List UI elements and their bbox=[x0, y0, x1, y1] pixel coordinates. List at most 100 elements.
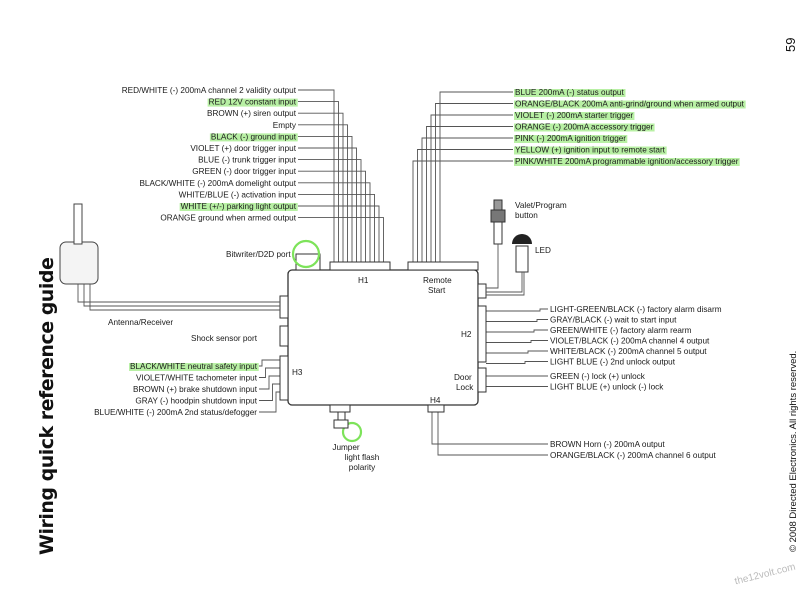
h4-wire bbox=[431, 412, 548, 445]
h1-wire-label: VIOLET (+) door trigger input bbox=[190, 144, 296, 153]
remote-start-wire bbox=[430, 114, 513, 262]
h1-wire bbox=[298, 135, 353, 262]
antenna-port bbox=[279, 295, 289, 319]
wires-layer bbox=[259, 89, 548, 456]
valet-button-icon bbox=[490, 199, 506, 245]
h1-wire bbox=[298, 124, 348, 262]
door-label: Door bbox=[454, 373, 472, 382]
remote-start-wire-label: PINK (-) 200mA ignition trigger bbox=[515, 134, 626, 143]
h3-wire-label: BROWN (+) brake shutdown input bbox=[133, 385, 258, 394]
h1-wire-label: RED/WHITE (-) 200mA channel 2 validity o… bbox=[122, 86, 297, 95]
h1-wire-label-highlight bbox=[209, 133, 298, 142]
copyright-notice: © 2008 Directed Electronics. All rights … bbox=[788, 350, 799, 552]
led-label: LED bbox=[535, 246, 551, 255]
remote-label: Remote bbox=[423, 276, 452, 285]
h1-wire-label: BLACK (-) ground input bbox=[211, 132, 297, 141]
h1-wire-label: RED 12V constant input bbox=[209, 98, 297, 107]
remote-start-wire-label: VIOLET (-) 200mA starter trigger bbox=[515, 111, 633, 120]
remote-start-wire bbox=[435, 103, 513, 262]
remote-start-wire-label: BLUE 200mA (-) status output bbox=[515, 88, 624, 97]
h1-wire bbox=[298, 112, 344, 262]
h1-wire-label: WHITE/BLUE (-) activation input bbox=[179, 190, 297, 199]
antenna-label: Antenna/Receiver bbox=[108, 318, 173, 327]
remote-start-wire bbox=[412, 160, 513, 262]
valet-label-line1: Valet/Program bbox=[515, 201, 567, 210]
h1-wire-label: GREEN (-) door trigger input bbox=[192, 167, 296, 176]
jumper-connector bbox=[329, 404, 351, 413]
h3-wire bbox=[259, 391, 280, 413]
h3-wire-label: VIOLET/WHITE tachometer input bbox=[136, 374, 258, 383]
jumper-icon bbox=[333, 412, 349, 429]
jumper-label-line2: light flash bbox=[345, 453, 380, 462]
remote-start-wire bbox=[426, 126, 513, 262]
h1-wire bbox=[298, 217, 384, 262]
remote-start-wire bbox=[417, 149, 513, 262]
lock-label: Lock bbox=[456, 383, 474, 392]
h3-wire bbox=[259, 359, 280, 367]
shock-sensor-label: Shock sensor port bbox=[191, 334, 258, 343]
h1-wire-label: Empty bbox=[273, 121, 297, 130]
start-label: Start bbox=[428, 286, 446, 295]
remote-start-wire-label-highlight bbox=[514, 100, 746, 109]
remote-start-connector bbox=[407, 261, 479, 271]
h3-wire bbox=[259, 367, 280, 378]
h2-wire-label: LIGHT-GREEN/BLACK (-) factory alarm disa… bbox=[550, 305, 722, 314]
h4-label: H4 bbox=[430, 396, 441, 405]
remote-start-wire-label: PINK/WHITE 200mA programmable ignition/a… bbox=[515, 157, 739, 166]
valet-led-port bbox=[477, 283, 487, 299]
h1-wire-label: ORANGE ground when armed output bbox=[160, 214, 296, 223]
h1-wire bbox=[298, 182, 371, 262]
remote-start-wire bbox=[421, 137, 513, 262]
h2-wire-label: GREEN/WHITE (-) factory alarm rearm bbox=[550, 326, 692, 335]
remote-start-wire-label-highlight bbox=[514, 158, 740, 166]
remote-start-wire-label-highlight bbox=[514, 112, 635, 120]
remote-start-wire-label-highlight bbox=[514, 146, 667, 155]
h1-connector bbox=[329, 261, 391, 271]
h1-wire-label: WHITE (+/-) parking light output bbox=[181, 202, 297, 211]
h3-wire-label: BLACK/WHITE neutral safety input bbox=[130, 362, 258, 371]
labels-layer: RED/WHITE (-) 200mA channel 2 validity o… bbox=[94, 86, 745, 460]
h3-wire-label: BLUE/WHITE (-) 200mA 2nd status/defogger bbox=[94, 408, 257, 417]
h1-wire-label: BROWN (+) siren output bbox=[207, 109, 297, 118]
h3-label: H3 bbox=[292, 368, 303, 377]
jumper-label-line3: polarity bbox=[349, 463, 376, 472]
shock-sensor-port bbox=[279, 325, 289, 347]
antenna-wire bbox=[77, 284, 280, 303]
antenna-icon bbox=[59, 203, 99, 285]
remote-start-wire-label-highlight bbox=[514, 135, 628, 143]
h1-wire-label: BLACK/WHITE (-) 200mA domelight output bbox=[139, 179, 296, 188]
bitwriter-circle-mark bbox=[291, 239, 321, 269]
h3-wire bbox=[259, 375, 280, 390]
led-icon bbox=[512, 234, 532, 273]
h1-wire bbox=[298, 89, 335, 262]
h2-connector bbox=[477, 305, 487, 363]
h4-wire bbox=[437, 412, 548, 456]
h1-wire-label-highlight bbox=[179, 203, 298, 211]
jumper-label-line1: Jumper bbox=[332, 443, 360, 452]
h2-wire bbox=[486, 329, 548, 333]
control-module bbox=[287, 269, 479, 406]
door-lock-wire-label: GREEN (-) lock (+) unlock bbox=[550, 372, 646, 381]
h1-wire bbox=[298, 147, 357, 262]
remote-start-wire-label-highlight bbox=[514, 89, 626, 97]
h1-wire bbox=[298, 205, 380, 262]
h2-wire-label: GRAY/BLACK (-) wait to start input bbox=[550, 316, 677, 325]
remote-start-wire-label: YELLOW (+) ignition input to remote star… bbox=[515, 146, 666, 155]
remote-start-wire-label: ORANGE/BLACK 200mA anti-grind/ground whe… bbox=[515, 100, 745, 109]
h2-wire-label: VIOLET/BLACK (-) 200mA channel 4 output bbox=[550, 337, 710, 346]
h2-wire bbox=[486, 308, 548, 312]
jumper-circle-mark bbox=[341, 421, 363, 443]
h2-wire bbox=[486, 319, 548, 322]
h1-wire-label-highlight bbox=[207, 98, 298, 107]
h4-wire-label: BROWN Horn (-) 200mA output bbox=[550, 440, 665, 449]
page-title: Wiring quick reference guide bbox=[36, 257, 58, 555]
h2-wire-label: LIGHT BLUE (-) 2nd unlock output bbox=[550, 358, 676, 367]
bitwriter-label: Bitwriter/D2D port bbox=[226, 250, 291, 259]
h1-wire bbox=[298, 170, 366, 262]
page-number: 59 bbox=[783, 37, 798, 52]
h1-wire bbox=[298, 101, 339, 262]
h1-wire bbox=[298, 193, 375, 262]
h1-label: H1 bbox=[358, 276, 369, 285]
h1-wire-label: BLUE (-) trunk trigger input bbox=[198, 156, 297, 165]
